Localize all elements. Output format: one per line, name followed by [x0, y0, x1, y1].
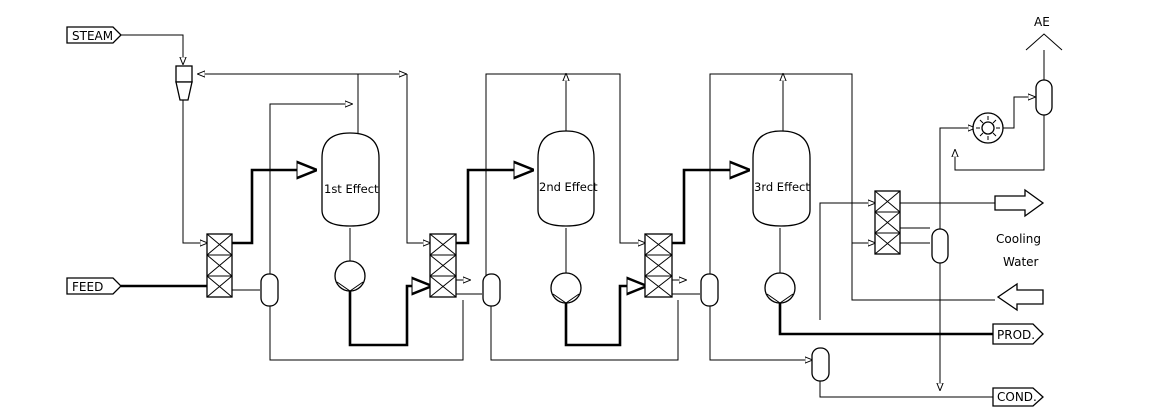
- condensate-drum-4: [811, 347, 830, 382]
- condensate-drum-1: [260, 273, 279, 307]
- cooling-water-in-arrow: [996, 282, 1044, 312]
- surface-condenser: [874, 190, 901, 255]
- feed-label: FEED: [72, 280, 103, 294]
- heat-exchanger-3: [644, 233, 673, 298]
- heat-exchanger-1: [206, 233, 233, 298]
- steam-ejector: [175, 65, 193, 101]
- effect-1-vessel: 1st Effect: [321, 132, 380, 227]
- effect-1-label: 1st Effect: [324, 182, 379, 196]
- effect-3-label: 3rd Effect: [754, 180, 810, 194]
- steam-label: STEAM: [72, 29, 113, 43]
- vacuum-pump: [972, 112, 1004, 144]
- thick-process-lines: [121, 170, 993, 347]
- thin-process-lines: [121, 34, 1045, 398]
- prod-label: PROD.: [997, 328, 1035, 342]
- cond-outlet-tag: COND.: [992, 387, 1044, 407]
- ae-label: AE: [1034, 15, 1050, 29]
- cooling-water-out-arrow: [994, 188, 1045, 218]
- effect-3-vessel: 3rd Effect: [752, 130, 811, 227]
- vent-separator-drum: [1035, 79, 1053, 116]
- pump-3: [764, 272, 796, 304]
- condenser-drum: [931, 228, 949, 264]
- condensate-drum-2: [482, 273, 501, 307]
- steam-inlet-tag: STEAM: [66, 26, 122, 44]
- cooling-water-label-line2: Water: [1003, 255, 1039, 269]
- feed-inlet-tag: FEED: [66, 277, 122, 295]
- effect-2-label: 2nd Effect: [539, 180, 598, 194]
- condensate-drum-3: [700, 273, 719, 307]
- pump-2: [550, 272, 582, 304]
- effect-2-vessel: 2nd Effect: [537, 130, 598, 227]
- cond-label: COND.: [997, 390, 1037, 404]
- pump-1: [334, 260, 366, 292]
- ae-vent-symbol: AE: [1025, 15, 1063, 51]
- heat-exchanger-2: [429, 233, 457, 298]
- cooling-water-label-line1: Cooling: [996, 232, 1041, 246]
- prod-outlet-tag: PROD.: [992, 323, 1044, 345]
